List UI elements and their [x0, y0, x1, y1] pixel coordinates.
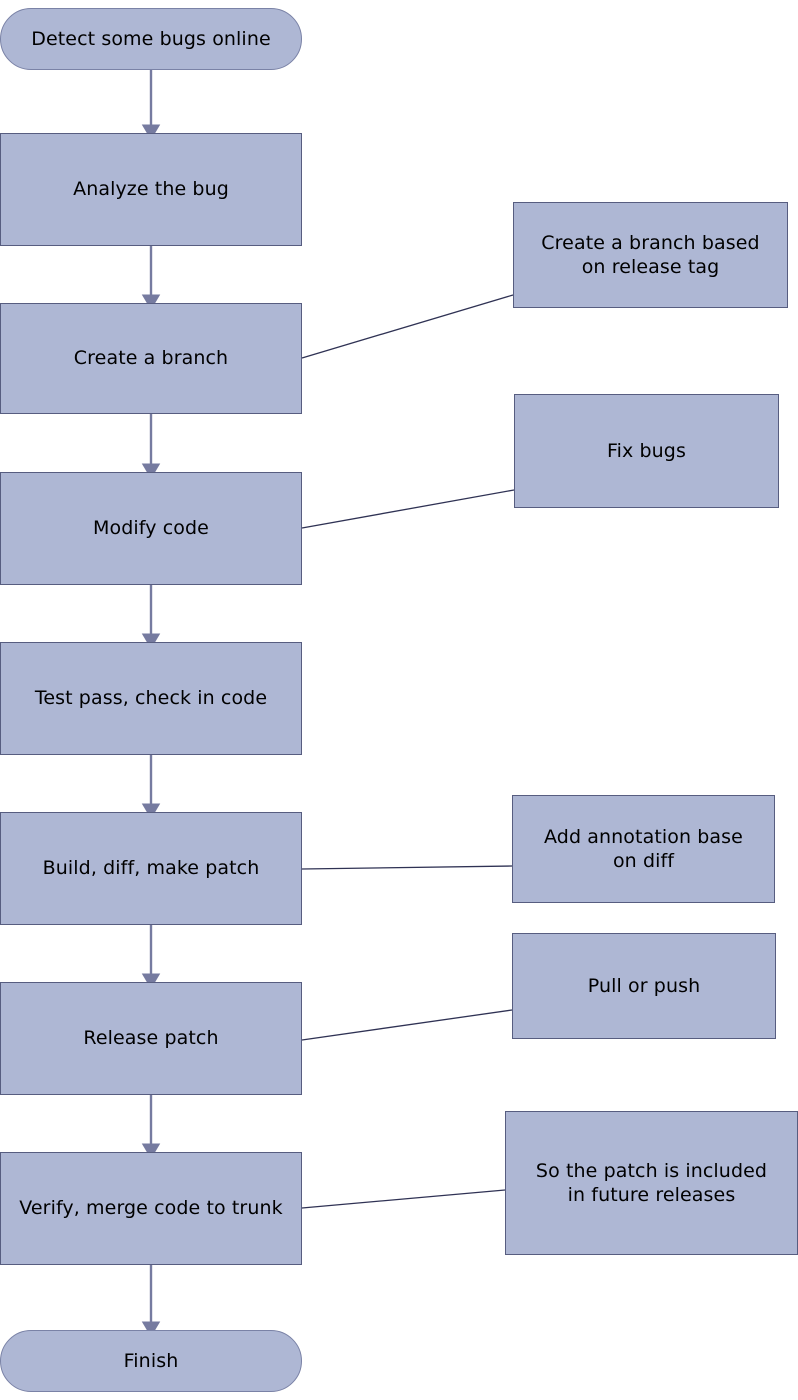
- connector-layer: [301, 294, 515, 1209]
- connector-release-patch: [301, 1009, 513, 1041]
- annotation-node-annot-branch[interactable]: Create a branch based on release tag: [513, 202, 788, 308]
- node-label: Detect some bugs online: [31, 27, 271, 50]
- node-label: Test pass, check in code: [34, 687, 268, 710]
- node-label: Release patch: [83, 1027, 219, 1050]
- node-label: Modify code: [93, 517, 209, 540]
- connector-verify-merge: [301, 1189, 506, 1209]
- flow-node-test-checkin[interactable]: Test pass, check in code: [0, 642, 302, 755]
- node-label: Build, diff, make patch: [42, 857, 260, 880]
- annotation-node-annot-fix[interactable]: Fix bugs: [514, 394, 779, 508]
- node-label: Pull or push: [587, 974, 701, 997]
- node-label: Create a branch based on release tag: [541, 231, 760, 278]
- node-label: Add annotation base on diff: [544, 825, 743, 872]
- node-label: Analyze the bug: [73, 178, 229, 201]
- node-label: Finish: [123, 1349, 179, 1372]
- flow-node-modify-code[interactable]: Modify code: [0, 472, 302, 585]
- connector-create-branch: [301, 294, 514, 359]
- annotation-node-annot-future[interactable]: So the patch is included in future relea…: [505, 1111, 798, 1255]
- flow-node-analyze[interactable]: Analyze the bug: [0, 133, 302, 246]
- node-label: Fix bugs: [607, 439, 686, 462]
- flow-node-release-patch[interactable]: Release patch: [0, 982, 302, 1095]
- connector-modify-code: [301, 489, 515, 529]
- flow-node-start[interactable]: Detect some bugs online: [0, 8, 302, 70]
- node-label: Verify, merge code to trunk: [19, 1197, 283, 1220]
- node-label: So the patch is included in future relea…: [535, 1159, 768, 1206]
- node-label: Create a branch: [73, 347, 229, 370]
- flow-node-build-diff-patch[interactable]: Build, diff, make patch: [0, 812, 302, 925]
- flow-node-finish[interactable]: Finish: [0, 1330, 302, 1392]
- annotation-node-annot-annotation[interactable]: Add annotation base on diff: [512, 795, 775, 903]
- annotation-node-annot-pullpush[interactable]: Pull or push: [512, 933, 776, 1039]
- flow-node-verify-merge[interactable]: Verify, merge code to trunk: [0, 1152, 302, 1265]
- flow-node-create-branch[interactable]: Create a branch: [0, 303, 302, 414]
- connector-build-patch: [301, 865, 513, 870]
